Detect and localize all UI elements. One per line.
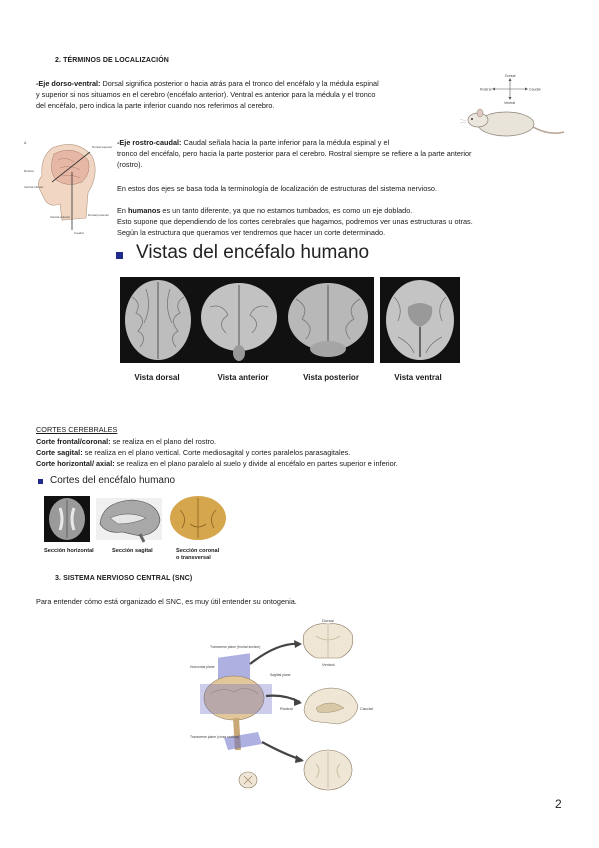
- text-run: se realiza en el plano vertical. Corte m…: [82, 448, 351, 458]
- planes-label-dorsal: Dorsal: [322, 618, 334, 623]
- svg-text:A: A: [24, 141, 27, 145]
- caption-line: Sección coronal: [176, 548, 220, 554]
- cortes-heading: CORTES CEREBRALES: [36, 425, 118, 434]
- term-corte-horizontal: Corte horizontal/ axial:: [36, 459, 115, 469]
- caption-vista-anterior: Vista anterior: [217, 373, 269, 382]
- paragraph-humanos: En humanos es un tanto diferente, ya que…: [117, 205, 557, 239]
- head-label-ventral-anterior: Ventral anterior: [50, 215, 70, 219]
- head-label-dorsal-posterior: Dorsal posterior: [88, 213, 109, 217]
- section-heading-2: 2. TÉRMINOS DE LOCALIZACIÓN: [55, 57, 169, 64]
- caption-seccion-coronal: Sección coronal o transversal: [176, 548, 236, 561]
- caption-line: o transversal: [176, 554, 211, 561]
- paragraph-snc: Para entender cómo está organizado el SN…: [36, 597, 297, 606]
- term-dorso-ventral: -Eje dorso-ventral:: [36, 79, 101, 88]
- human-head-axes-figure: A Dorsal superior Rostral Ventral inferi…: [22, 138, 117, 238]
- planes-label-ventral: Ventral: [322, 662, 335, 667]
- planes-label-rostral: Rostral: [280, 706, 293, 711]
- rat-label-caudal: Caudal: [529, 88, 541, 92]
- text-line: y superior si nos situamos en el cerebro…: [36, 90, 376, 100]
- caption-vista-ventral: Vista ventral: [394, 373, 442, 382]
- cortes-slide-title: Cortes del encéfalo humano: [50, 475, 176, 486]
- slide-bullet-icon: [38, 479, 43, 484]
- rat-orientation-figure: Dorsal Rostral Caudal Ventral: [458, 72, 568, 142]
- text-run: se realiza en el plano paralelo al suelo…: [114, 459, 398, 469]
- planes-label-transverse-frontal: Transverse plane (frontal section): [210, 645, 260, 649]
- text-line: tronco del encéfalo, pero hacia la parte…: [117, 149, 472, 159]
- text-line: Dorsal significa posterior o hacia atrás…: [100, 79, 379, 88]
- rat-label-ventral: Ventral: [504, 101, 515, 105]
- head-label-caudal: Caudal: [74, 231, 84, 235]
- text-line: del encéfalo, pero indica la parte infer…: [36, 101, 275, 111]
- rat-label-rostral: Rostral: [480, 88, 492, 92]
- page-number: 2: [555, 797, 562, 811]
- caption-seccion-horizontal: Sección horizontal: [44, 548, 94, 554]
- text-line: (rostro).: [117, 160, 143, 170]
- brain-views-image: [118, 277, 460, 363]
- head-label-dorsal-superior: Dorsal superior: [92, 145, 112, 149]
- section-heading-3: 3. SISTEMA NERVIOSO CENTRAL (SNC): [55, 575, 193, 582]
- head-label-ventral-inferior: Ventral inferior: [24, 185, 43, 189]
- term-corte-sagital: Corte sagital:: [36, 448, 83, 458]
- planes-label-horizontal: Horizontal plane: [190, 665, 215, 669]
- cortes-list: Corte frontal/coronal: se realiza en el …: [36, 436, 556, 470]
- planes-label-caudal: Caudal: [360, 706, 373, 711]
- brain-sections-image: [44, 494, 244, 544]
- caption-vista-posterior: Vista posterior: [303, 373, 359, 382]
- term-rostro-caudal: -Eje rostro-caudal:: [117, 138, 182, 147]
- text-line: Caudal señala hacia la parte inferior pa…: [181, 138, 390, 147]
- paragraph-dorso-ventral: -Eje dorso-ventral: Dorsal significa pos…: [36, 78, 466, 112]
- planes-label-transverse-cross: Transverse plane (cross section): [190, 735, 239, 739]
- text-line: Según la estructura que queramos ver ten…: [117, 228, 386, 238]
- text-run: es un tanto diferente, ya que no estamos…: [160, 206, 413, 215]
- paragraph-terminology: En estos dos ejes se basa toda la termin…: [117, 184, 438, 193]
- brain-planes-figure: Dorsal Ventral Rostral Caudal Transverse…: [188, 614, 388, 804]
- rat-label-dorsal: Dorsal: [505, 74, 516, 78]
- caption-vista-dorsal: Vista dorsal: [134, 373, 180, 382]
- text-run: se realiza en el plano del rostro.: [110, 437, 217, 446]
- text-run: En: [117, 206, 128, 215]
- term-humanos: humanos: [127, 206, 161, 215]
- term-corte-frontal: Corte frontal/coronal:: [36, 437, 111, 446]
- vistas-slide-title: Vistas del encéfalo humano: [136, 242, 370, 263]
- slide-bullet-icon: [116, 252, 123, 259]
- text-line: Esto supone que dependiendo de los corte…: [117, 217, 473, 227]
- planes-label-sagittal: Sagittal plane: [270, 673, 291, 677]
- head-label-rostral: Rostral: [24, 169, 34, 173]
- caption-seccion-sagital: Sección sagital: [112, 548, 153, 554]
- paragraph-rostro-caudal: -Eje rostro-caudal: Caudal señala hacia …: [117, 137, 557, 171]
